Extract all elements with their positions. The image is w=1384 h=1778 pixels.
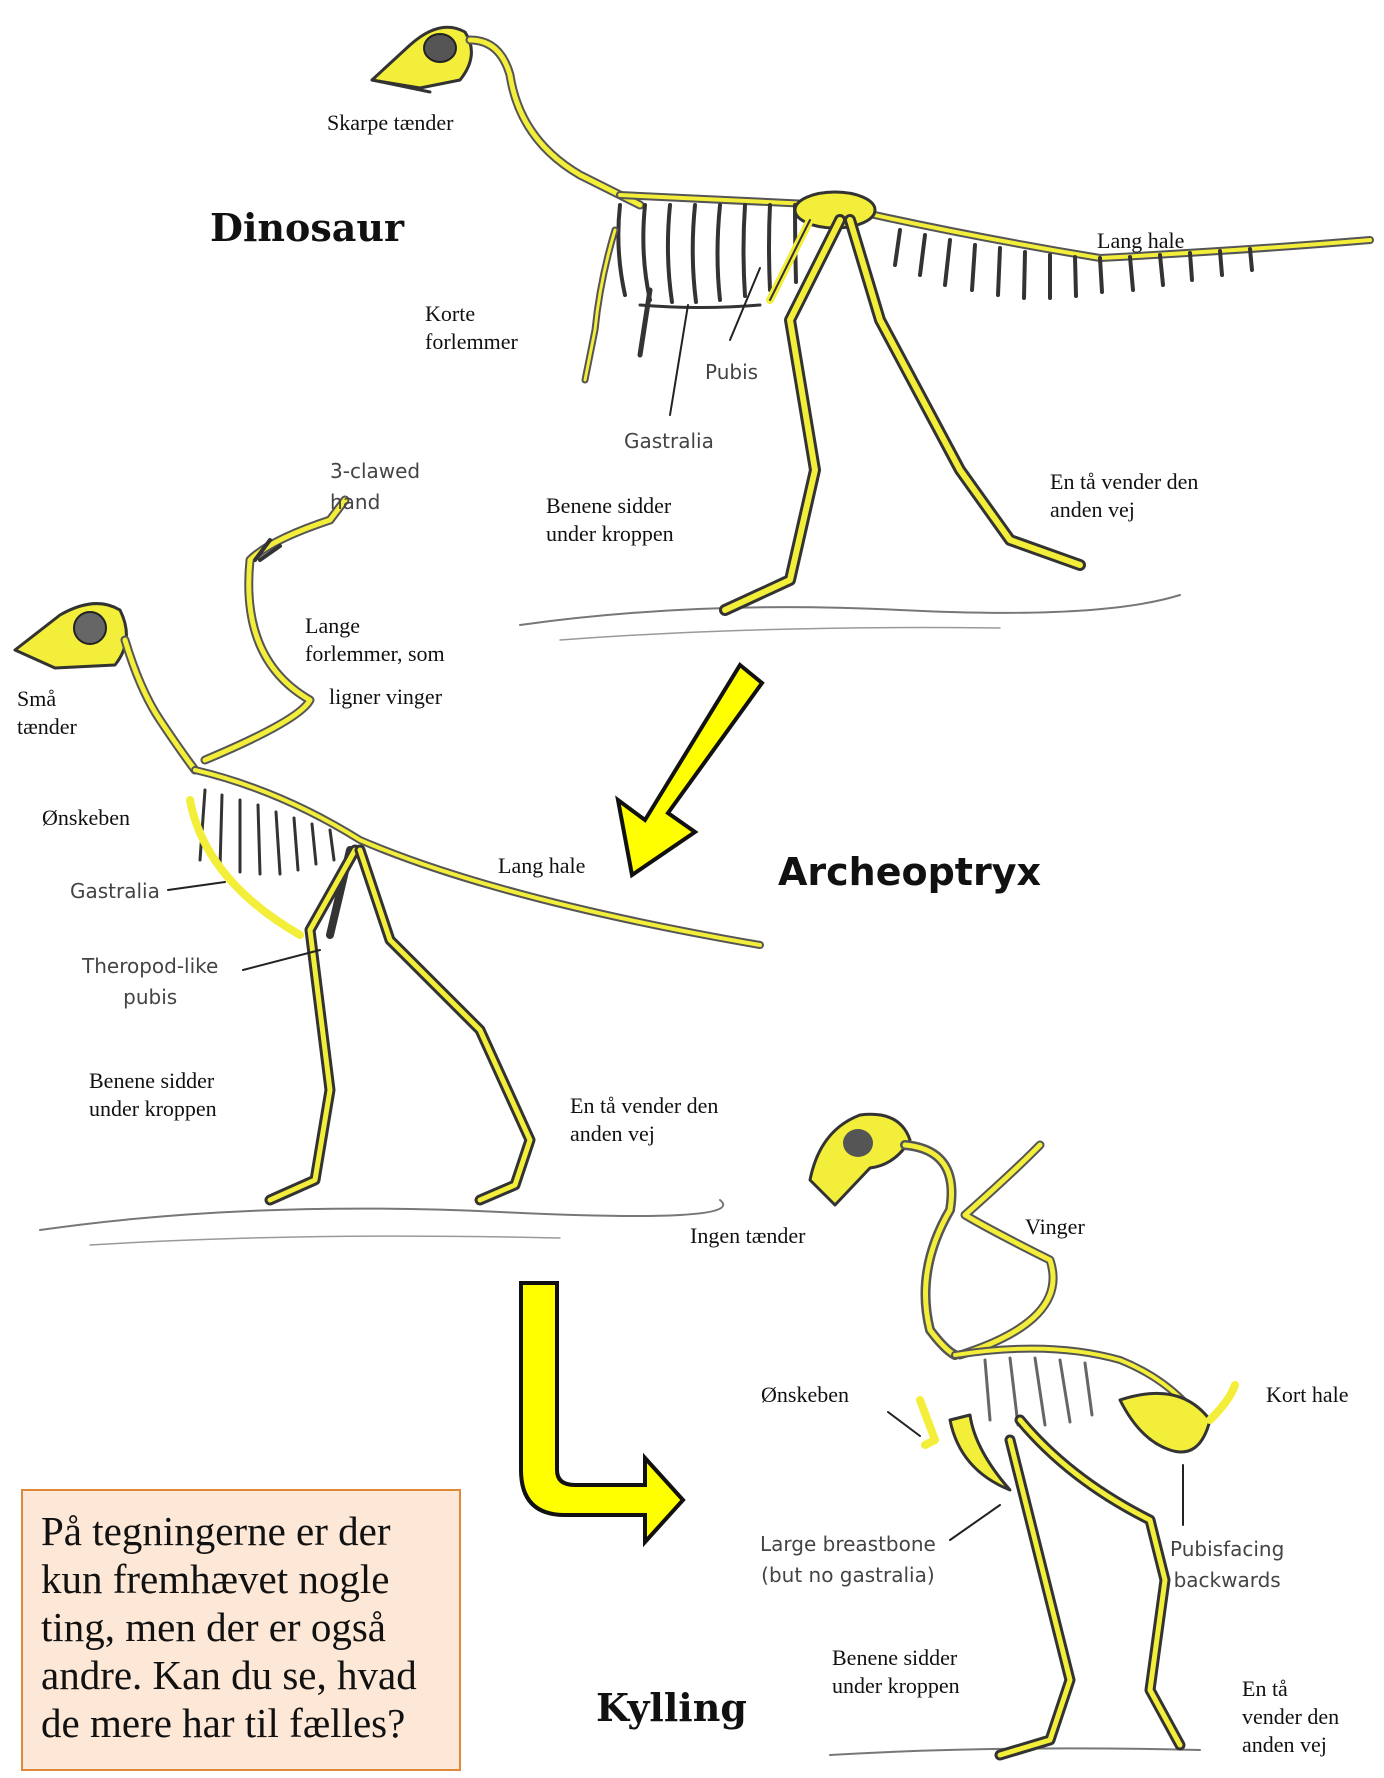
- label-theropod-pubis: Theropod-like pubis: [82, 951, 218, 1013]
- label-korte-forlemmer: Korte forlemmer: [425, 300, 518, 356]
- arrow-dinosaur-to-archeoptryx: [618, 665, 762, 875]
- label-gastralia-dinosaur: Gastralia: [624, 426, 714, 457]
- label-en-taa-kylling: En tå vender den anden vej: [1242, 1675, 1339, 1759]
- label-skarpe-taender: Skarpe tænder: [327, 109, 453, 137]
- archeoptryx-title: Archeoptryx: [778, 850, 1041, 894]
- dinosaur-skeleton: [372, 27, 1370, 640]
- label-ligner-vinger: ligner vinger: [329, 683, 442, 711]
- label-vinger: Vinger: [1025, 1213, 1085, 1241]
- arrow-archeoptryx-to-kylling: [521, 1283, 683, 1542]
- question-note-text: På tegningerne er der kun fremhævet nogl…: [41, 1508, 417, 1746]
- label-lang-hale-archeoptryx: Lang hale: [498, 852, 585, 880]
- label-ingen-taender: Ingen tænder: [690, 1222, 805, 1250]
- kylling-title: Kylling: [596, 1685, 747, 1730]
- label-pubis-dinosaur: Pubis: [705, 357, 758, 388]
- label-oenskeben-kylling: Ønskeben: [761, 1381, 849, 1409]
- label-en-taa-archeoptryx: En tå vender den anden vej: [570, 1092, 718, 1148]
- label-lang-hale-dinosaur: Lang hale: [1097, 227, 1184, 255]
- question-note-box: På tegningerne er der kun fremhævet nogl…: [21, 1489, 461, 1771]
- label-large-breastbone: Large breastbone (but no gastralia): [760, 1529, 936, 1591]
- label-gastralia-archeoptryx: Gastralia: [70, 876, 160, 907]
- label-smaa-taender: Små tænder: [17, 685, 77, 741]
- label-benene-kylling: Benene sidder under kroppen: [832, 1644, 960, 1700]
- label-3-clawed-hand: 3-clawed hand: [330, 456, 420, 518]
- label-benene-dinosaur: Benene sidder under kroppen: [546, 492, 674, 548]
- label-benene-archeoptryx: Benene sidder under kroppen: [89, 1067, 217, 1123]
- label-kort-hale: Kort hale: [1266, 1381, 1348, 1409]
- label-oenskeben-archeoptryx: Ønskeben: [42, 804, 130, 832]
- label-lange-forlemmer: Lange forlemmer, som: [305, 612, 445, 668]
- dinosaur-title: Dinosaur: [210, 205, 404, 250]
- label-pubis-facing-backwards: Pubisfacing backwards: [1170, 1534, 1284, 1596]
- label-en-taa-dinosaur: En tå vender den anden vej: [1050, 468, 1198, 524]
